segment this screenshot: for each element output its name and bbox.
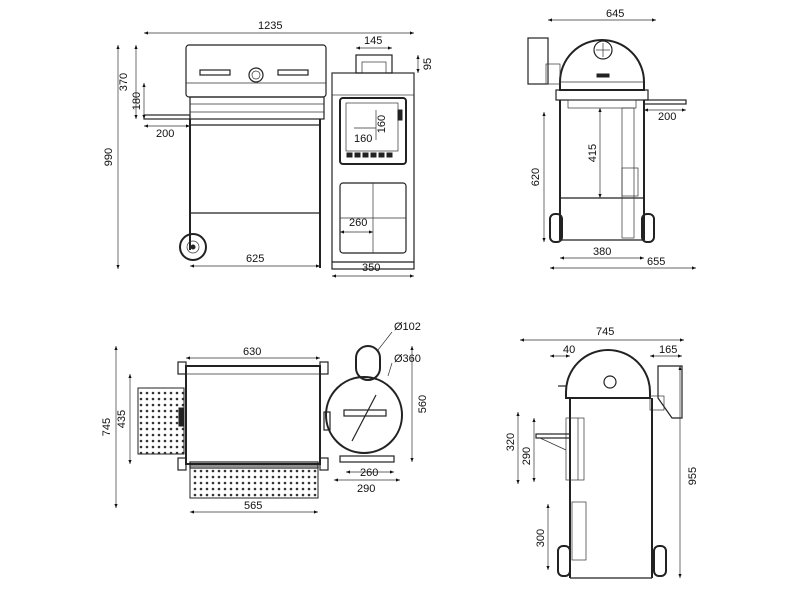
wheel-left [549, 213, 563, 243]
grill-body [189, 96, 325, 120]
wheel-left [557, 545, 571, 577]
wheel-right [641, 213, 655, 243]
drum-hood [559, 39, 645, 91]
drum-hood [565, 349, 651, 399]
dim-1235: 1235 [258, 20, 282, 32]
dim-990: 990 [103, 148, 115, 166]
dim-95: 95 [422, 58, 434, 70]
dim-560: 560 [417, 395, 429, 413]
dim-380: 380 [593, 246, 611, 258]
dim-40: 40 [563, 344, 575, 356]
dim-565: 565 [244, 500, 262, 512]
top-view: 630 745 435 565 Ø102 Ø360 560 260 290 [101, 321, 429, 514]
dim-655: 655 [647, 256, 665, 268]
dim-625: 625 [246, 253, 264, 265]
dim-200: 200 [658, 111, 676, 123]
side-shelf [143, 114, 191, 120]
dim-160-h: 160 [354, 133, 372, 145]
dim-320: 320 [505, 433, 517, 451]
perforated-shelf-left [137, 387, 185, 455]
dim-630: 630 [243, 346, 261, 358]
thermometer-icon [248, 67, 264, 83]
perforated-shelf-front [189, 465, 319, 499]
grill-top [185, 365, 321, 465]
dim-diam-102: Ø102 [394, 321, 421, 333]
dim-260: 260 [360, 467, 378, 479]
dim-160-v: 160 [376, 115, 388, 133]
side-view-left: 745 40 165 320 290 300 955 [505, 326, 699, 579]
hood-handle-left [199, 69, 231, 76]
side-shelf-left [535, 433, 571, 439]
chimney-side [657, 365, 683, 419]
firebox-door [339, 97, 407, 165]
wheel [179, 233, 207, 261]
dim-200: 200 [156, 128, 174, 140]
dim-180: 180 [131, 92, 143, 110]
wheel-right [653, 545, 667, 577]
vent-slots [346, 152, 393, 158]
dim-645: 645 [606, 8, 624, 20]
dim-145: 145 [364, 35, 382, 47]
side-view-right: 645 200 415 620 380 655 [527, 8, 696, 270]
dim-290: 290 [357, 483, 375, 495]
dim-745: 745 [596, 326, 614, 338]
dim-745: 745 [101, 418, 113, 436]
chimney [355, 54, 393, 74]
firebox-drum [325, 376, 403, 454]
chimney-top [355, 345, 381, 381]
dim-955: 955 [687, 467, 699, 485]
dim-diam-360: Ø360 [394, 353, 421, 365]
dim-350: 350 [362, 262, 380, 274]
side-shelf [643, 99, 687, 105]
front-view: 1235 145 95 370 180 200 990 625 350 160 … [103, 20, 434, 278]
dim-435: 435 [116, 410, 128, 428]
hood-handle-right [277, 69, 309, 76]
dim-290: 290 [521, 447, 533, 465]
thermometer-icon [603, 375, 617, 389]
dim-260: 260 [349, 217, 367, 229]
dim-370: 370 [118, 73, 130, 91]
dim-165: 165 [659, 344, 677, 356]
dim-415: 415 [587, 144, 599, 162]
dim-300: 300 [535, 529, 547, 547]
dim-620: 620 [530, 168, 542, 186]
chimney [527, 37, 549, 85]
